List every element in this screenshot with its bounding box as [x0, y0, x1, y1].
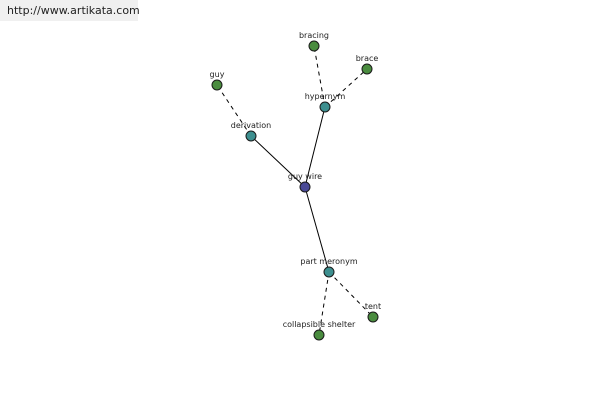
- node-collapsible-shelter[interactable]: collapsible shelter: [283, 320, 356, 341]
- graph-edges: [216, 45, 374, 336]
- node-bracing[interactable]: bracing: [299, 31, 329, 52]
- node-circle-part-meronym[interactable]: [323, 266, 335, 278]
- edge-guy-wire-to-hypernym: [304, 106, 326, 188]
- node-hypernym[interactable]: hypernym: [305, 92, 346, 113]
- node-label-derivation: derivation: [231, 121, 271, 130]
- node-circle-derivation[interactable]: [245, 130, 257, 142]
- node-label-collapsible-shelter: collapsible shelter: [283, 320, 356, 329]
- node-circle-bracing[interactable]: [308, 40, 320, 52]
- node-circle-brace[interactable]: [361, 63, 373, 75]
- edge-part-meronym-to-collapsible-shelter: [318, 271, 330, 336]
- graph-nodes: guy wire hypernym derivation part meronym br…: [210, 31, 381, 341]
- node-guy-wire[interactable]: guy wire: [288, 172, 322, 193]
- node-part-meronym[interactable]: part meronym: [300, 257, 358, 278]
- node-circle-guy-wire[interactable]: [299, 181, 311, 193]
- node-brace[interactable]: brace: [356, 54, 379, 75]
- node-label-part-meronym: part meronym: [300, 257, 357, 266]
- edge-part-meronym-to-tent: [328, 271, 374, 318]
- node-label-tent: tent: [365, 302, 381, 311]
- node-label-brace: brace: [356, 54, 379, 63]
- node-circle-guy[interactable]: [211, 79, 223, 91]
- node-tent[interactable]: tent: [365, 302, 381, 323]
- watermark-url: http://www.artikata.com: [0, 0, 140, 21]
- node-label-bracing: bracing: [299, 31, 329, 40]
- edge-hypernym-to-bracing: [313, 45, 326, 108]
- node-label-guy-wire: guy wire: [288, 172, 322, 181]
- node-circle-collapsible-shelter[interactable]: [313, 329, 325, 341]
- node-circle-tent[interactable]: [367, 311, 379, 323]
- edge-derivation-to-guy: [216, 84, 252, 137]
- node-guy[interactable]: guy: [210, 70, 225, 91]
- node-label-guy: guy: [210, 70, 225, 79]
- edge-guy-wire-to-part-meronym: [304, 186, 330, 273]
- node-circle-hypernym[interactable]: [319, 101, 331, 113]
- edge-guy-wire-to-derivation: [250, 135, 306, 188]
- node-derivation[interactable]: derivation: [231, 121, 271, 142]
- node-label-hypernym: hypernym: [305, 92, 346, 101]
- edge-hypernym-to-brace: [324, 68, 368, 108]
